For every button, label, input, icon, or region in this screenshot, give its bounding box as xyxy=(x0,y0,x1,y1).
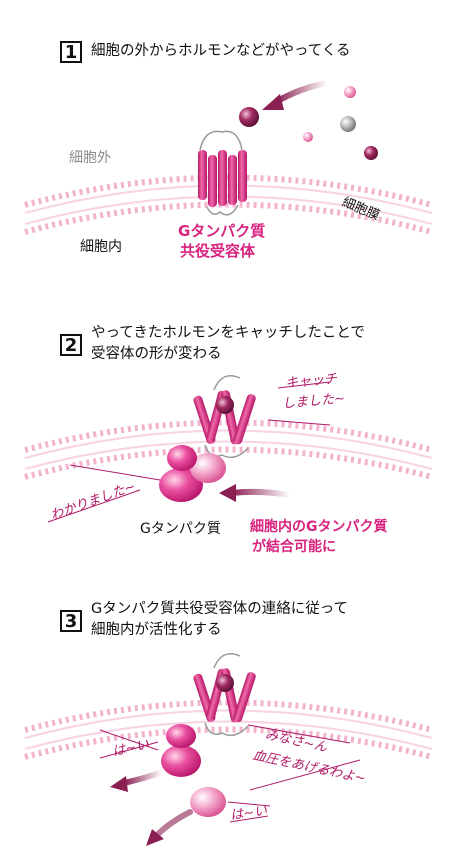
arrow-activation-left xyxy=(110,769,165,792)
label-gpcr-2: 共役受容体 xyxy=(180,242,256,260)
hormone-main-1 xyxy=(239,107,259,127)
gprotein-subunits-3 xyxy=(161,724,226,817)
step-caption-1: 細胞の外からホルモンなどがやってくる xyxy=(91,43,351,59)
panel-3: 3 Gタンパク質共役受容体の連絡に従って 細胞内が活性化する は~い は~い み… xyxy=(0,580,456,867)
hormone-small-pink-1 xyxy=(344,86,356,98)
gpcr-receptor-2 xyxy=(193,375,256,459)
panel-3-illustration xyxy=(24,653,433,846)
step-number-2: 2 xyxy=(60,334,82,356)
hormone-dark-small-1 xyxy=(364,146,378,160)
cell-membrane-2 xyxy=(24,419,433,480)
step-caption-3a: Gタンパク質共役受容体の連絡に従って xyxy=(91,601,349,617)
label-outside-cell: 細胞外 xyxy=(69,150,111,166)
panel-2-illustration xyxy=(24,375,433,523)
gpcr-receptor-1 xyxy=(198,130,247,216)
panel-1-illustration xyxy=(24,80,433,235)
gprotein-complex-2 xyxy=(159,445,226,502)
label-gpcr-1: Gタンパク質 xyxy=(178,222,266,240)
gpcr-receptor-3 xyxy=(193,653,256,737)
label-gprotein-2: Gタンパク質 xyxy=(140,521,221,537)
step-caption-2b: 受容体の形が変わる xyxy=(91,346,222,362)
label-binding-note-1: 細胞内のGタンパク質 xyxy=(250,519,388,535)
cell-membrane-3 xyxy=(24,699,433,760)
hormone-gray-1 xyxy=(340,116,356,132)
step-caption-2a: やってきたホルモンをキャッチしたことで xyxy=(91,325,365,341)
arrow-incoming-1 xyxy=(262,80,330,110)
arrow-activation-bottom xyxy=(146,809,193,846)
label-binding-note-2: が結合可能に xyxy=(252,539,336,555)
step-caption-3b: 細胞内が活性化する xyxy=(91,622,222,638)
label-inside-cell: 細胞内 xyxy=(80,239,122,255)
panel-1: 1 細胞の外からホルモンなどがやってくる 細胞外 細胞内 細胞膜 Gタンパク質 … xyxy=(0,0,456,290)
step-number-1: 1 xyxy=(60,41,82,63)
hormone-small-pink-2 xyxy=(303,132,313,142)
arrow-binding-2 xyxy=(219,484,293,502)
panel-2: 2 やってきたホルモンをキャッチしたことで 受容体の形が変わる キャッチ しまし… xyxy=(0,290,456,580)
step-number-3: 3 xyxy=(60,610,82,632)
